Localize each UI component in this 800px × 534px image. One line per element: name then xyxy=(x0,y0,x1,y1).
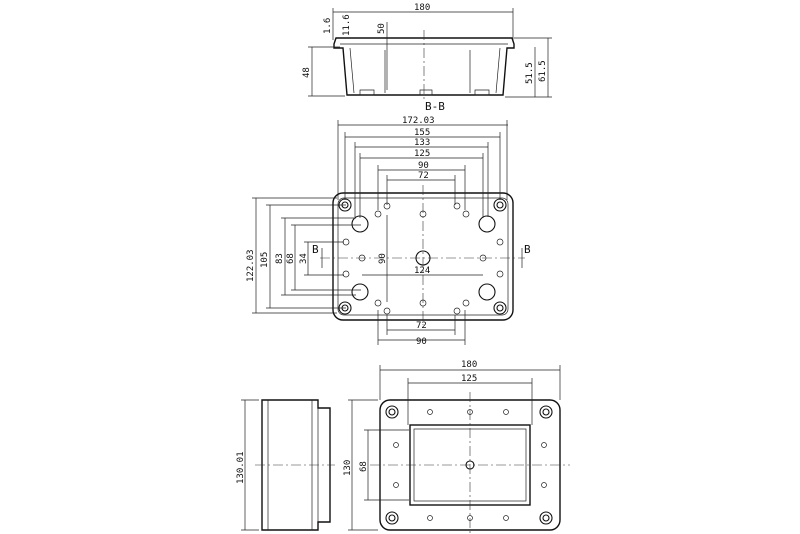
dim-48: 48 xyxy=(302,67,312,78)
dim-72-bottom: 72 xyxy=(416,321,427,331)
dim-125: 125 xyxy=(414,149,430,159)
dim-130: 130 xyxy=(343,460,353,476)
dim-155: 155 xyxy=(414,128,430,138)
dim-125-front: 125 xyxy=(461,374,477,384)
dim-105: 105 xyxy=(260,252,270,268)
dim-172-03: 172.03 xyxy=(402,116,435,126)
dim-50: 50 xyxy=(377,23,387,34)
dim-122-03: 122.03 xyxy=(246,249,256,282)
dim-180-top: 180 xyxy=(414,3,430,13)
dim-124: 124 xyxy=(414,266,430,276)
section-marker-right: B xyxy=(524,243,531,256)
dim-51-5: 51.5 xyxy=(525,62,535,84)
plan-view: 172.03 155 133 125 90 72 122.03 105 83 6… xyxy=(246,116,531,347)
section-view-b-b: 180 1.6 11.6 50 48 51.5 61.5 B-B xyxy=(302,3,552,113)
dim-133: 133 xyxy=(414,138,430,148)
section-title: B-B xyxy=(425,100,445,113)
dim-68-front: 68 xyxy=(359,461,369,472)
dim-90-top: 90 xyxy=(418,161,429,171)
dim-61-5: 61.5 xyxy=(538,60,548,82)
dim-11-6: 11.6 xyxy=(342,14,352,36)
dim-1-6: 1.6 xyxy=(323,18,333,34)
section-marker-left: B xyxy=(312,243,319,256)
dim-72-top: 72 xyxy=(418,171,429,181)
front-view: 180 125 130 68 xyxy=(343,360,570,534)
dim-68: 68 xyxy=(286,253,296,264)
side-view: 130.01 xyxy=(236,399,335,531)
dim-83: 83 xyxy=(275,253,285,264)
dim-180-front: 180 xyxy=(461,360,477,370)
dim-130-01: 130.01 xyxy=(236,451,246,484)
dim-34: 34 xyxy=(299,253,309,264)
dim-90-vertical: 90 xyxy=(378,253,388,264)
dim-90-bottom: 90 xyxy=(416,337,427,347)
